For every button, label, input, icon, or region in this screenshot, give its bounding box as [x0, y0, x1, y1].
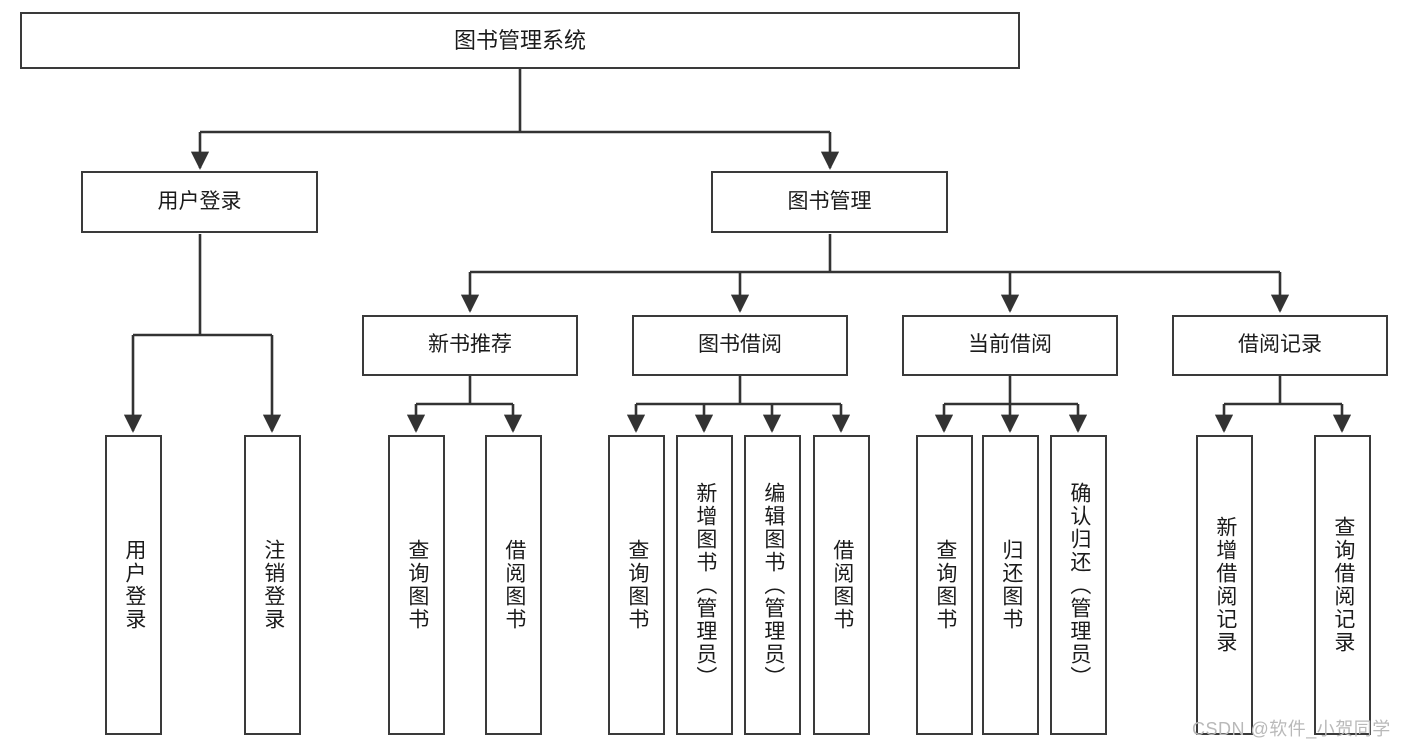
node-book-management[interactable]: 图书管理 [711, 171, 948, 233]
node-label: 图书管理 [787, 189, 872, 213]
leaf-book-borrow-borrow[interactable]: 借阅图书 [813, 435, 870, 735]
leaf-current-borrow-return[interactable]: 归还图书 [982, 435, 1039, 735]
node-borrow-record[interactable]: 借阅记录 [1172, 315, 1388, 376]
leaf-new-book-query[interactable]: 查询图书 [388, 435, 445, 735]
node-label: 确认归还（管理员） [1067, 481, 1091, 689]
node-label: 查询图书 [933, 539, 957, 631]
node-label: 借阅图书 [502, 539, 526, 631]
node-label: 编辑图书（管理员） [761, 481, 785, 689]
node-label: 新增图书（管理员） [693, 481, 717, 689]
node-label: 借阅记录 [1238, 333, 1322, 357]
node-label: 用户登录 [157, 189, 242, 213]
leaf-borrow-record-add[interactable]: 新增借阅记录 [1196, 435, 1253, 735]
node-label: 注销登录 [261, 539, 285, 631]
node-label: 归还图书 [999, 539, 1023, 631]
node-label: 借阅图书 [830, 539, 854, 631]
node-label: 图书借阅 [698, 333, 782, 357]
leaf-borrow-record-query[interactable]: 查询借阅记录 [1314, 435, 1371, 735]
leaf-book-borrow-query[interactable]: 查询图书 [608, 435, 665, 735]
node-label: 查询图书 [625, 539, 649, 631]
leaf-user-login-logout[interactable]: 注销登录 [244, 435, 301, 735]
leaf-new-book-borrow[interactable]: 借阅图书 [485, 435, 542, 735]
node-label: 当前借阅 [968, 333, 1052, 357]
node-label: 查询图书 [405, 539, 429, 631]
leaf-current-borrow-query[interactable]: 查询图书 [916, 435, 973, 735]
node-label: 新增借阅记录 [1213, 516, 1237, 654]
node-root-system[interactable]: 图书管理系统 [20, 12, 1020, 69]
leaf-current-borrow-confirm-return[interactable]: 确认归还（管理员） [1050, 435, 1107, 735]
node-label: 用户登录 [122, 539, 146, 631]
node-label: 查询借阅记录 [1331, 516, 1355, 654]
leaf-user-login-login[interactable]: 用户登录 [105, 435, 162, 735]
leaf-book-borrow-edit[interactable]: 编辑图书（管理员） [744, 435, 801, 735]
node-label: 图书管理系统 [453, 27, 586, 53]
node-current-borrow[interactable]: 当前借阅 [902, 315, 1118, 376]
csdn-watermark: CSDN @软件_小贺同学 [1192, 719, 1391, 739]
node-label: 新书推荐 [428, 333, 512, 357]
node-book-borrow[interactable]: 图书借阅 [632, 315, 848, 376]
node-new-book-recommend[interactable]: 新书推荐 [362, 315, 578, 376]
leaf-book-borrow-add[interactable]: 新增图书（管理员） [676, 435, 733, 735]
node-user-login[interactable]: 用户登录 [81, 171, 318, 233]
